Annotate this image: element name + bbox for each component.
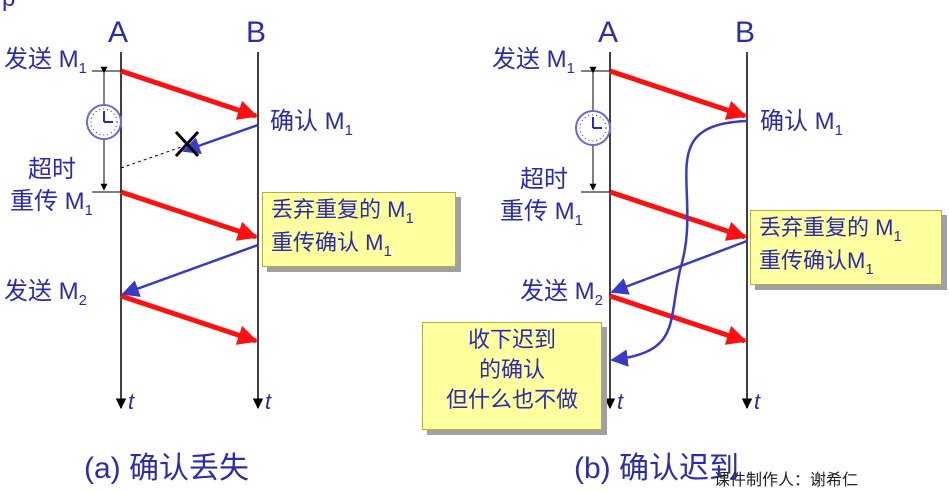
note-line-1: 丢弃重复的 M1 [271, 197, 414, 227]
send-m1-label: 发送 M1 [4, 46, 88, 78]
send-m1-arrow-b [609, 68, 747, 120]
resent-ack-arrow-b [610, 239, 748, 295]
time-axis-label: t [754, 389, 761, 414]
discard-duplicate-note: 丢弃重复的 M1 重传确认 M1 [262, 192, 456, 267]
timeout-label: 超时 [28, 156, 76, 183]
note-line-1: 丢弃重复的 M1 [759, 215, 902, 245]
late-ack-note: 收下迟到 的确认 但什么也不做 [422, 322, 602, 430]
send-m2-label: 发送 M2 [520, 278, 604, 310]
lost-cross-icon [174, 130, 200, 158]
timeout-label: 超时 [520, 166, 568, 193]
timeout-dashed-line-a [120, 145, 185, 169]
time-axis-label: t [265, 389, 272, 414]
caption-ack-lost: (a) 确认丢失 [84, 452, 249, 485]
note-line-2: 重传确认 M1 [271, 230, 392, 260]
clock-icon [575, 110, 611, 146]
host-a-label: A [598, 16, 619, 49]
late-note-line-3: 但什么也不做 [445, 387, 578, 412]
late-note-line-2: 的确认 [478, 357, 545, 382]
ack-m1-label: 确认 M1 [760, 108, 844, 140]
time-axis-label: t [617, 389, 624, 414]
send-m2-label: 发送 M2 [4, 278, 88, 310]
host-a-label: A [108, 16, 129, 49]
host-b-label: B [246, 16, 267, 49]
caption-ack-delayed: (b) 确认迟到 [574, 452, 739, 485]
host-b-label: B [735, 16, 756, 49]
author-credit: 课件制作人：谢希仁 [714, 470, 859, 489]
clock-icon [86, 104, 122, 140]
top-mark: p [2, 0, 15, 12]
send-m2-arrow-b [609, 293, 747, 345]
late-note-line-1: 收下迟到 [467, 327, 556, 352]
time-axis-label: t [128, 389, 135, 414]
send-m2-arrow-a [120, 293, 258, 345]
send-m1-label: 发送 M1 [492, 46, 576, 78]
note-line-2: 重传确认M1 [759, 248, 874, 278]
resend-m1-label: 重传 M1 [10, 188, 94, 220]
discard-duplicate-note: 丢弃重复的 M1 重传确认M1 [750, 210, 942, 285]
lost-ack-arrow-a [182, 123, 259, 155]
resend-m1-label: 重传 M1 [500, 198, 584, 230]
resend-m1-arrow-b [609, 189, 747, 241]
delayed-ack-arrow-b [610, 119, 748, 367]
resent-ack-arrow-a [121, 243, 259, 297]
ack-m1-label: 确认 M1 [270, 108, 354, 140]
resend-m1-arrow-a [120, 189, 258, 241]
send-m1-arrow-a [120, 68, 258, 120]
